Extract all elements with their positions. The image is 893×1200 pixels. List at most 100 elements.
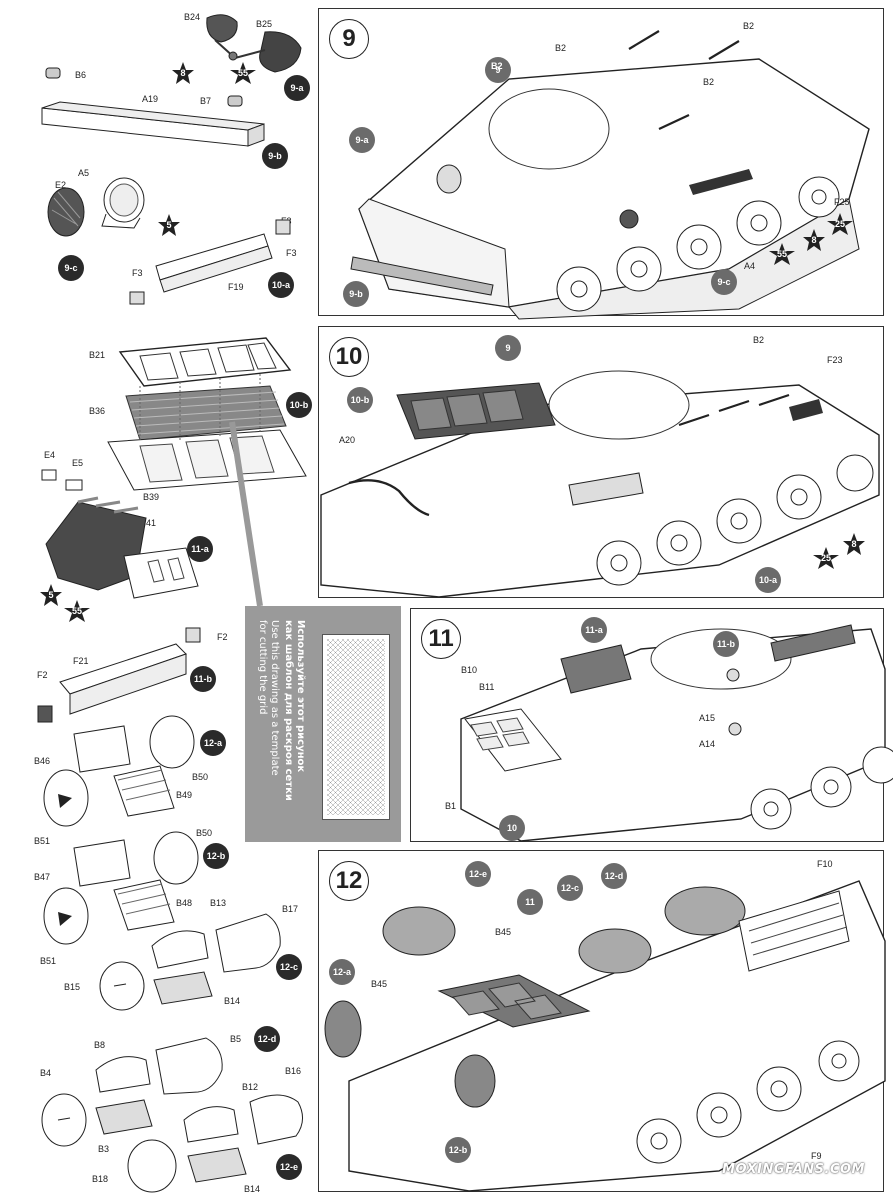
part-label: B7	[200, 96, 212, 106]
paint-badge: 5	[158, 214, 180, 236]
tank-hull-drawing	[350, 30, 870, 320]
oil-tank-part	[41, 1037, 223, 1147]
part-label: F25	[834, 197, 850, 207]
part-label: B46	[34, 756, 51, 766]
step-number: 12	[329, 861, 369, 901]
part-label: B17	[282, 904, 299, 914]
part-label: B24	[184, 12, 201, 22]
part-label: A14	[699, 739, 716, 749]
subassembly-badge: 12-d	[254, 1026, 280, 1052]
part-label: B2	[555, 43, 567, 53]
headlight-part	[47, 177, 145, 237]
part-label: A19	[142, 94, 159, 104]
part-label: F21	[73, 656, 89, 666]
fuel-tank-part	[43, 831, 199, 945]
part-label: A4	[744, 261, 756, 271]
part-label: F9	[811, 1151, 822, 1161]
step-10-panel: 10 9 B2 F23 A20 10-b 10-a 25 8	[318, 326, 884, 598]
paint-badge: 55	[769, 243, 795, 265]
subassembly-badge: 11-a	[581, 617, 607, 643]
part-label: B48	[176, 898, 193, 908]
paint-badge: 8	[843, 533, 865, 555]
oil-tank-part	[127, 1094, 303, 1193]
part-label: B11	[479, 682, 495, 692]
tank-hull-drawing	[324, 880, 886, 1192]
part-label: B15	[64, 982, 81, 992]
step-11-panel: 11 11-a 11-b B10 B11 A15 A14 B1 10	[410, 608, 893, 842]
step-ref-badge: 11	[517, 889, 543, 915]
subassembly-badge: 12-a	[329, 959, 355, 985]
subassembly-badge: 12-e	[276, 1154, 302, 1180]
template-caption: Используйте этот рисунок как шаблон для …	[257, 620, 306, 801]
tank-hull-drawing	[320, 370, 880, 598]
part-label: F10	[817, 859, 833, 869]
toolbox-part	[37, 627, 201, 723]
part-label: A5	[78, 168, 90, 178]
step-ref-badge: 9	[495, 335, 521, 361]
part-label: B4	[40, 1068, 52, 1078]
part-label: B41	[140, 518, 157, 528]
part-label: B14	[224, 996, 241, 1006]
tank-hull-drawing	[460, 624, 893, 842]
fuel-tank-part	[43, 715, 195, 827]
part-label: A15	[699, 713, 716, 723]
step-ref-badge: 9	[485, 57, 511, 83]
subassembly-badge: 9-c	[58, 255, 84, 281]
subassembly-badge: 12-d	[601, 863, 627, 889]
part-label: B2	[743, 21, 755, 31]
step-12-panel: 12 12-e 11 12-c 12-d 12-a 12-b B45 B45 F…	[318, 850, 886, 1192]
part-label: F3	[132, 268, 143, 278]
subassembly-badge: 11-b	[713, 631, 739, 657]
part-label: B39	[143, 492, 160, 502]
part-label: B12	[242, 1082, 259, 1092]
paint-badge: 55	[64, 600, 90, 622]
part-label: F19	[228, 282, 244, 292]
part-label: B25	[256, 19, 273, 29]
subassembly-badge: 10-b	[286, 392, 312, 418]
subassembly-badge: 9-a	[349, 127, 375, 153]
part-label: E5	[72, 458, 84, 468]
paint-badge: 25	[827, 213, 853, 235]
part-label: B2	[703, 77, 715, 87]
part-label: B45	[495, 927, 512, 937]
part-label: F23	[827, 355, 843, 365]
part-label: B21	[89, 350, 106, 360]
paint-badge: 5	[40, 584, 62, 606]
step-9-panel: 9 9 B2 B2 B2 B2 F25 A4 9-a 9-b 9-c 25 8 …	[318, 8, 884, 320]
subassembly-badge: 11-a	[187, 536, 213, 562]
subassembly-badge: 9-a	[284, 75, 310, 101]
subassembly-badge: 12-c	[276, 954, 302, 980]
subassembly-badge: 12-a	[200, 730, 226, 756]
paint-badge: 8	[172, 62, 194, 84]
subassembly-badge: 9-c	[711, 269, 737, 295]
oil-tank-part	[99, 913, 281, 1011]
toolbox-part	[129, 219, 291, 305]
part-label: B51	[40, 956, 57, 966]
part-label: B47	[34, 872, 51, 882]
subassembly-badge: 10-a	[268, 272, 294, 298]
watermark: MOXINGFANS.COM	[722, 1162, 865, 1177]
part-label: F3	[286, 248, 297, 258]
step-number: 9	[329, 19, 369, 59]
part-label: B18	[92, 1174, 109, 1184]
subassembly-badge: 10-b	[347, 387, 373, 413]
part-label: B50	[196, 828, 213, 838]
paint-badge: 55	[230, 62, 256, 84]
part-label: B49	[176, 790, 193, 800]
part-label: B10	[461, 665, 478, 675]
subassembly-badge: 12-e	[465, 861, 491, 887]
subassembly-badge: 9-b	[262, 143, 288, 169]
step-ref-badge: 10	[499, 815, 525, 841]
part-label: B2	[753, 335, 765, 345]
part-label: B14	[244, 1184, 261, 1194]
mudflap-part	[41, 469, 199, 599]
part-label: F2	[217, 632, 228, 642]
subassembly-badge: 10-a	[755, 567, 781, 593]
part-label: B36	[89, 406, 106, 416]
exhaust-cover-part	[206, 14, 302, 73]
step-number: 10	[329, 337, 369, 377]
subassembly-badge: 12-b	[445, 1137, 471, 1163]
part-label: B6	[75, 70, 87, 80]
part-label: B5	[230, 1034, 242, 1044]
part-label: F2	[37, 670, 48, 680]
